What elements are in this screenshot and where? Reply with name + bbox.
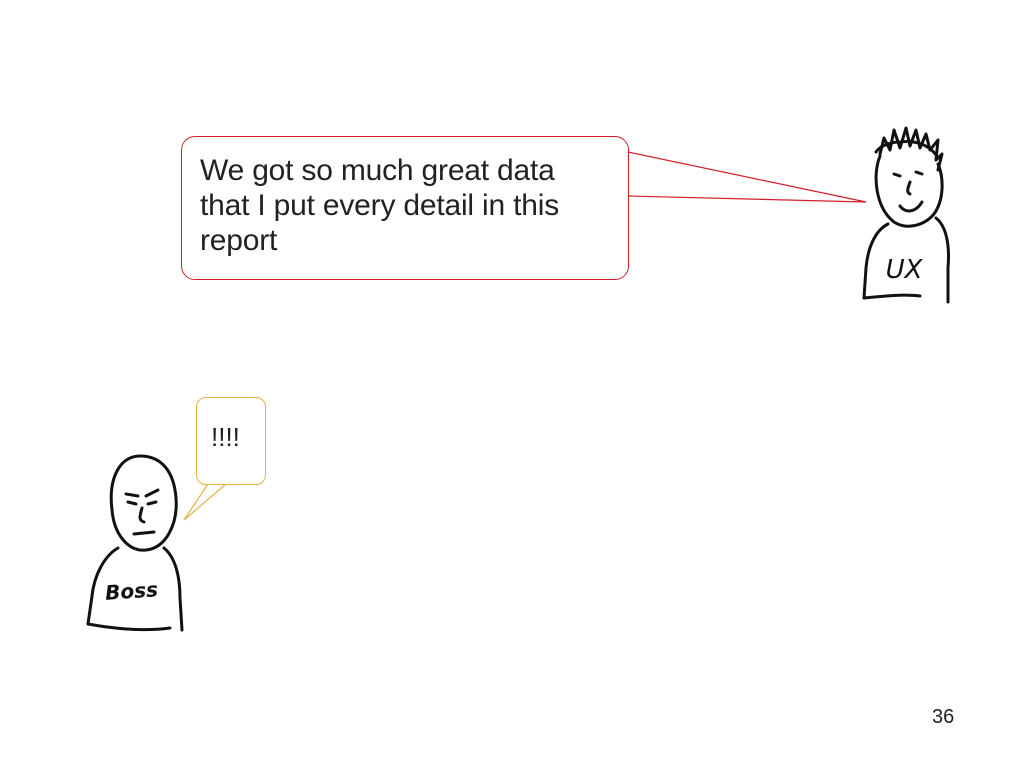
boss-speech-text: !!!! [211,422,240,452]
page-number: 36 [932,706,955,728]
boss-head [109,454,178,552]
ux-character-drawing: UX [862,126,950,304]
ux-bubble-tail [628,152,866,202]
ux-smile [898,200,924,213]
boss-brows [124,488,160,498]
boss-nose [138,506,146,524]
ux-shirt-label: UX [886,255,924,285]
boss-bubble-tail [184,484,226,520]
ux-eyes [892,170,924,178]
ux-bubble-tail-outline [627,151,867,203]
boss-shirt-label: Boss [104,577,158,605]
boss-eyes [126,500,158,506]
boss-bubble-tail-outline [183,483,227,521]
boss-mouth [132,530,156,536]
boss-character-drawing: Boss [86,454,184,632]
boss-body [86,546,120,626]
ux-nose [906,180,912,196]
ux-head [874,154,944,228]
ux-hair [878,126,944,172]
boss-speech-bubble: !!!! [196,397,266,485]
ux-speech-bubble: We got so much great data that I put eve… [181,136,629,280]
ux-body [862,222,890,300]
ux-speech-text: We got so much great data that I put eve… [200,154,560,257]
